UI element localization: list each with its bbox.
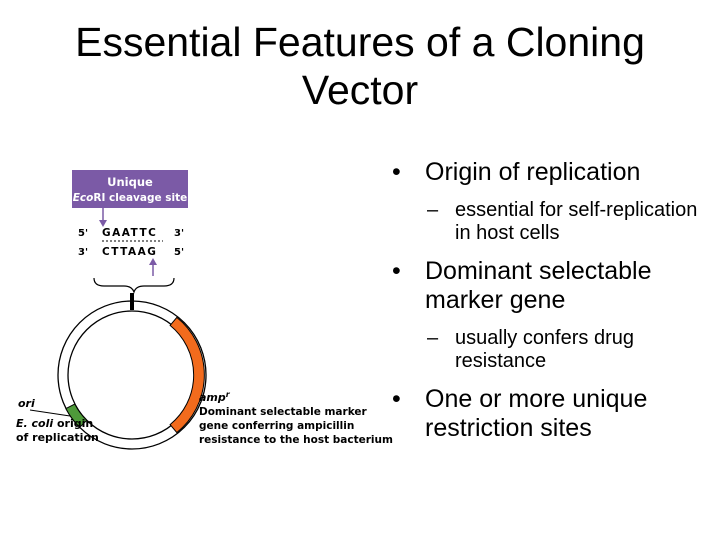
- ori-segment: [65, 403, 88, 429]
- amp-gene-segment: [169, 316, 205, 434]
- amp-description-line-3: resistance to the host bacterium: [199, 434, 393, 446]
- bullet-text: Dominant selectable marker gene: [425, 257, 652, 314]
- title-line-2: Vector: [301, 67, 419, 113]
- bullet-item: • Dominant selectable marker gene: [392, 257, 712, 315]
- bottom-strand-sequence: CTTAAG: [102, 246, 157, 258]
- amp-description-line-2: gene conferring ampicillin: [199, 420, 354, 432]
- ecori-label-box: [72, 170, 188, 208]
- sub-bullet-item: –usually confers drug resistance: [392, 327, 712, 373]
- title-line-1: Essential Features of a Cloning: [75, 19, 645, 65]
- top-strand-sequence: GAATTC: [102, 227, 157, 239]
- bullet-item: • One or more unique restriction sites: [392, 385, 712, 443]
- ecori-box-title: Unique: [107, 175, 153, 189]
- top-strand-3prime: 3': [174, 228, 184, 239]
- bullet-item: • Origin of replication: [392, 158, 712, 187]
- top-strand-5prime: 5': [78, 228, 88, 239]
- bullet-dot: •: [392, 158, 401, 186]
- cloning-vector-diagram: Unique EcoRI cleavage site 5' GAATTC 3' …: [16, 170, 393, 450]
- sub-bullet-dash: –: [427, 327, 439, 349]
- bullet-list: •Origin of replication –essential for se…: [392, 158, 712, 455]
- sub-bullet-item: –essential for self-replication in host …: [392, 199, 712, 245]
- ori-description-line-2: of replication: [16, 431, 99, 444]
- ecori-box-subtitle: EcoRI cleavage site: [73, 192, 188, 204]
- bullet-text: One or more unique restriction sites: [425, 385, 648, 442]
- amp-description-line-1: Dominant selectable marker: [199, 406, 368, 418]
- sub-bullet-text: essential for self-replication in host c…: [455, 199, 698, 244]
- sub-bullet-dash: –: [427, 199, 439, 221]
- bottom-strand-5prime: 5': [174, 247, 184, 258]
- slide-title: Essential Features of a Cloning Vector: [0, 18, 720, 114]
- bullet-dot: •: [392, 385, 401, 413]
- ecori-site-marker: [130, 293, 134, 310]
- bullet-text: Origin of replication: [425, 158, 641, 186]
- sub-bullet-text: usually confers drug resistance: [455, 327, 634, 372]
- bullet-dot: •: [392, 257, 401, 285]
- bottom-strand-3prime: 3': [78, 247, 88, 258]
- amp-label: ampr: [199, 390, 231, 404]
- ori-description-line-1: E. coli origin: [16, 417, 93, 430]
- ori-label: ori: [18, 397, 35, 410]
